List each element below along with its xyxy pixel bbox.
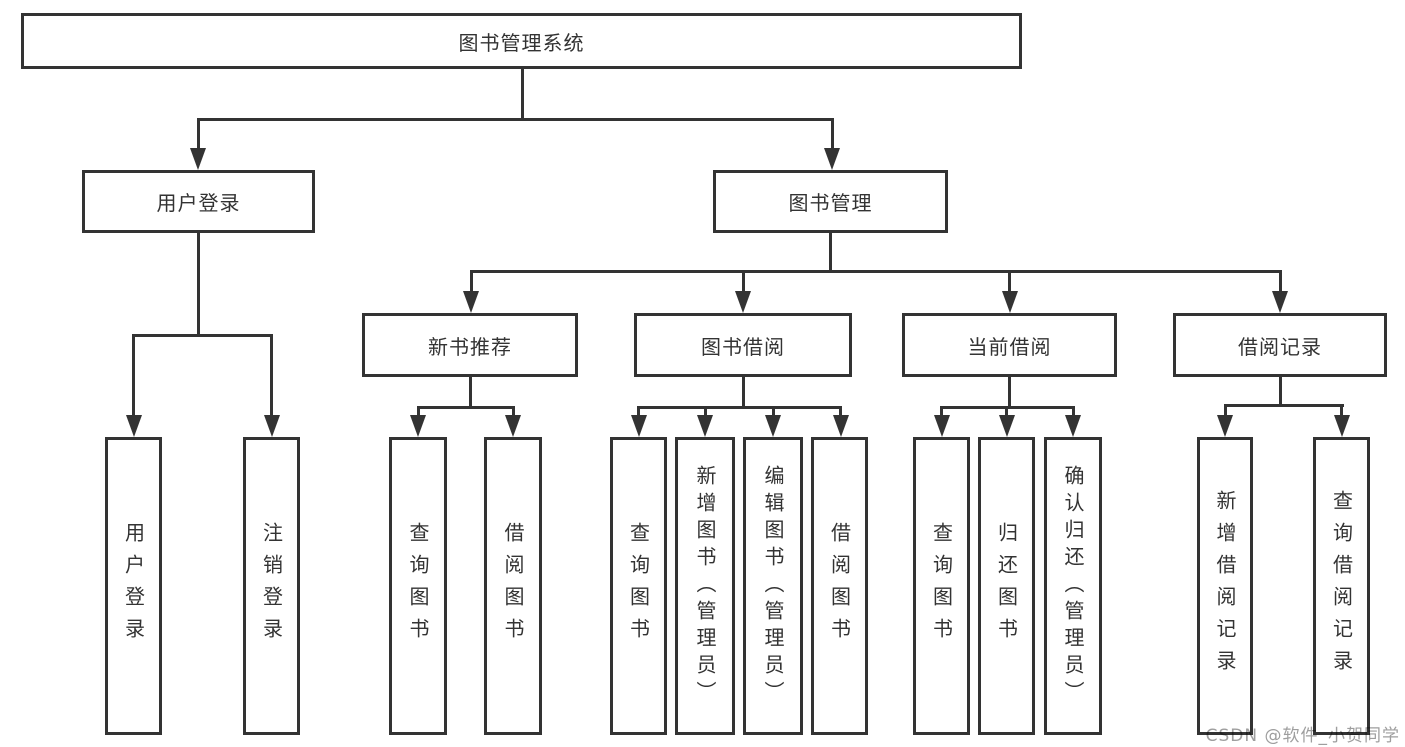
arrow-down-icon	[697, 415, 713, 437]
connector-line	[1071, 405, 1075, 418]
connector-line	[416, 405, 420, 418]
arrow-down-icon	[505, 415, 521, 437]
node-library-management-system: 图书管理系统	[21, 13, 1022, 69]
node-label: 当前借阅	[967, 334, 1052, 359]
node-label: 图书管理	[788, 191, 873, 215]
connector-line	[469, 269, 1282, 273]
node-label: 用户登录	[156, 191, 241, 215]
arrow-down-icon	[998, 415, 1015, 437]
connector-line	[703, 405, 707, 418]
node-label: 查询图书	[626, 522, 651, 650]
connector-line	[1005, 405, 1008, 418]
connector-line	[1008, 377, 1011, 408]
connector-line	[196, 117, 200, 153]
node-leaf-confirm-return-admin: 确认归还（管理员）	[1044, 437, 1102, 735]
connector-line	[637, 405, 640, 418]
connector-line	[132, 333, 135, 418]
node-label: 查询图书	[406, 522, 430, 650]
node-leaf-query-books-current: 查询图书	[913, 437, 970, 735]
connector-line	[830, 117, 834, 153]
connector-line	[511, 405, 515, 418]
connector-line	[468, 377, 472, 408]
node-label: 新书推荐	[428, 334, 512, 359]
arrow-down-icon	[824, 148, 840, 170]
arrow-down-icon	[1272, 291, 1288, 313]
csdn-watermark: CSDN @软件_小贺同学	[1205, 726, 1400, 746]
node-label: 编辑图书（管理员）	[761, 464, 785, 708]
node-label: 归还图书	[994, 522, 1019, 650]
arrow-down-icon	[1333, 415, 1350, 437]
connector-line	[940, 405, 943, 418]
node-label: 查询借阅记录	[1329, 490, 1354, 682]
arrow-down-icon	[735, 291, 751, 313]
node-new-book-recommendation: 新书推荐	[362, 313, 578, 377]
node-label: 借阅图书	[501, 522, 525, 650]
node-label: 注销登录	[259, 522, 284, 650]
connector-line	[1340, 403, 1343, 418]
node-leaf-borrow-books-rec: 借阅图书	[484, 437, 542, 735]
arrow-down-icon	[933, 415, 950, 437]
node-label: 新增借阅记录	[1213, 490, 1237, 682]
connector-line	[270, 333, 273, 418]
arrow-down-icon	[410, 415, 426, 437]
arrow-down-icon	[1001, 291, 1018, 313]
connector-line	[1278, 269, 1282, 295]
node-leaf-query-books-borrow: 查询图书	[610, 437, 667, 735]
connector-line	[469, 269, 473, 295]
connector-line	[741, 269, 745, 295]
connector-line	[132, 333, 273, 337]
connector-line	[741, 377, 745, 408]
node-leaf-return-books: 归还图书	[978, 437, 1035, 735]
node-leaf-add-books-admin: 新增图书（管理员）	[675, 437, 735, 735]
connector-line	[196, 233, 200, 335]
connector-line	[1223, 403, 1227, 418]
connector-line	[839, 405, 842, 418]
connector-line	[520, 69, 524, 119]
connector-line	[196, 117, 834, 121]
node-label: 查询图书	[929, 522, 954, 650]
node-label: 图书借阅	[701, 334, 785, 359]
arrow-down-icon	[463, 291, 479, 313]
arrow-down-icon	[125, 415, 142, 437]
connector-line	[637, 405, 842, 409]
arrow-down-icon	[832, 415, 849, 437]
node-leaf-query-books-rec: 查询图书	[389, 437, 447, 735]
node-leaf-borrow-books-borrow: 借阅图书	[811, 437, 868, 735]
connector-line	[771, 405, 775, 418]
arrow-down-icon	[765, 415, 781, 437]
node-label: 新增图书（管理员）	[693, 464, 717, 708]
node-borrowing-records: 借阅记录	[1173, 313, 1387, 377]
arrow-down-icon	[1065, 415, 1081, 437]
node-label: 用户登录	[121, 522, 146, 650]
node-label: 确认归还（管理员）	[1061, 464, 1085, 708]
connector-line	[1278, 377, 1282, 405]
arrow-down-icon	[190, 148, 206, 170]
arrow-down-icon	[1217, 415, 1233, 437]
arrow-down-icon	[263, 415, 280, 437]
connector-line	[1223, 403, 1344, 407]
node-leaf-user-login: 用户登录	[105, 437, 162, 735]
node-leaf-query-borrow-record: 查询借阅记录	[1313, 437, 1370, 735]
node-leaf-logout: 注销登录	[243, 437, 300, 735]
node-current-borrowing: 当前借阅	[902, 313, 1117, 377]
node-book-borrowing: 图书借阅	[634, 313, 852, 377]
node-user-login: 用户登录	[82, 170, 315, 233]
connector-line	[416, 405, 515, 409]
node-leaf-add-borrow-record: 新增借阅记录	[1197, 437, 1253, 735]
arrow-down-icon	[630, 415, 647, 437]
node-label: 借阅记录	[1238, 334, 1322, 359]
connector-line	[1008, 269, 1011, 295]
node-label: 图书管理系统	[458, 30, 585, 55]
node-leaf-edit-books-admin: 编辑图书（管理员）	[743, 437, 803, 735]
connector-line	[828, 233, 832, 271]
node-book-management: 图书管理	[713, 170, 948, 233]
node-label: 借阅图书	[827, 522, 852, 650]
